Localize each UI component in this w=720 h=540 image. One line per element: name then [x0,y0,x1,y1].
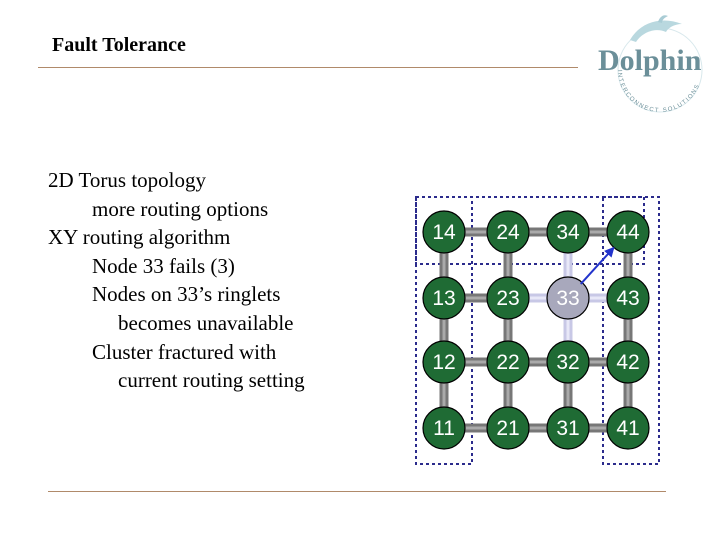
reroute-arrow [580,246,615,285]
node-circle [606,406,650,450]
node-label: 13 [432,287,455,310]
node-label: 22 [496,351,519,374]
node-circle [486,340,530,384]
node-label: 24 [496,221,520,244]
node-circle [546,276,590,320]
slide-title: Fault Tolerance [52,34,186,56]
torus-node: 34 [546,210,590,254]
node-label: 42 [616,351,639,374]
node-label: 11 [433,417,455,440]
torus-node: 32 [546,340,590,384]
torus-node: 12 [422,340,466,384]
torus-node: 31 [546,406,590,450]
footer-divider [48,491,666,492]
bullet-item: XY routing algorithm [48,225,231,250]
node-circle [486,210,530,254]
node-circle [546,210,590,254]
bullet-item: more routing options [92,196,269,221]
logo-wordmark: Dolphin [598,44,702,77]
node-label: 41 [616,417,639,440]
torus-node: 44 [606,210,650,254]
node-label: 44 [616,221,640,244]
node-circle [606,210,650,254]
torus-node: 41 [606,406,650,450]
node-circle [422,340,466,384]
title-divider [38,67,578,68]
node-label: 12 [432,351,455,374]
torus-node: 24 [486,210,530,254]
bullet-item: Cluster fractured with [92,339,277,364]
node-circle [546,406,590,450]
torus-node: 13 [422,276,466,320]
torus-node: 43 [606,276,650,320]
node-circle [486,406,530,450]
dolphin-icon [630,15,682,42]
node-circle [486,276,530,320]
node-label: 31 [556,417,579,440]
bullet-list: 2D Torus topology more routing options X… [48,166,305,395]
node-label: 33 [556,287,579,310]
dolphin-logo: Dolphin INTERCONNECT SOLUTIONS [598,15,703,114]
ringlet-box-column [602,196,660,465]
node-circle [422,276,466,320]
bullet-item: becomes unavailable [118,310,294,335]
node-circle [546,340,590,384]
torus-node: 14 [422,210,466,254]
torus-node: 23 [486,276,530,320]
node-circle [606,276,650,320]
bullet-item: current routing setting [118,368,305,393]
node-label: 14 [432,221,456,244]
bullet-item: Nodes on 33’s ringlets [92,282,281,307]
failed-node: 33 [546,276,590,320]
ringlet-box-column [415,196,473,465]
bullet-item: Node 33 fails (3) [92,253,235,278]
node-label: 21 [496,417,519,440]
node-label: 23 [496,287,519,310]
node-circle [422,406,466,450]
torus-node: 21 [486,406,530,450]
torus-node: 42 [606,340,650,384]
node-label: 32 [556,351,579,374]
bullet-item: 2D Torus topology [48,168,206,192]
torus-node: 22 [486,340,530,384]
node-label: 43 [616,287,639,310]
ringlet-box-row [415,196,645,265]
node-circle [606,340,650,384]
node-label: 34 [556,221,580,244]
torus-node: 11 [422,406,466,450]
node-circle [422,210,466,254]
